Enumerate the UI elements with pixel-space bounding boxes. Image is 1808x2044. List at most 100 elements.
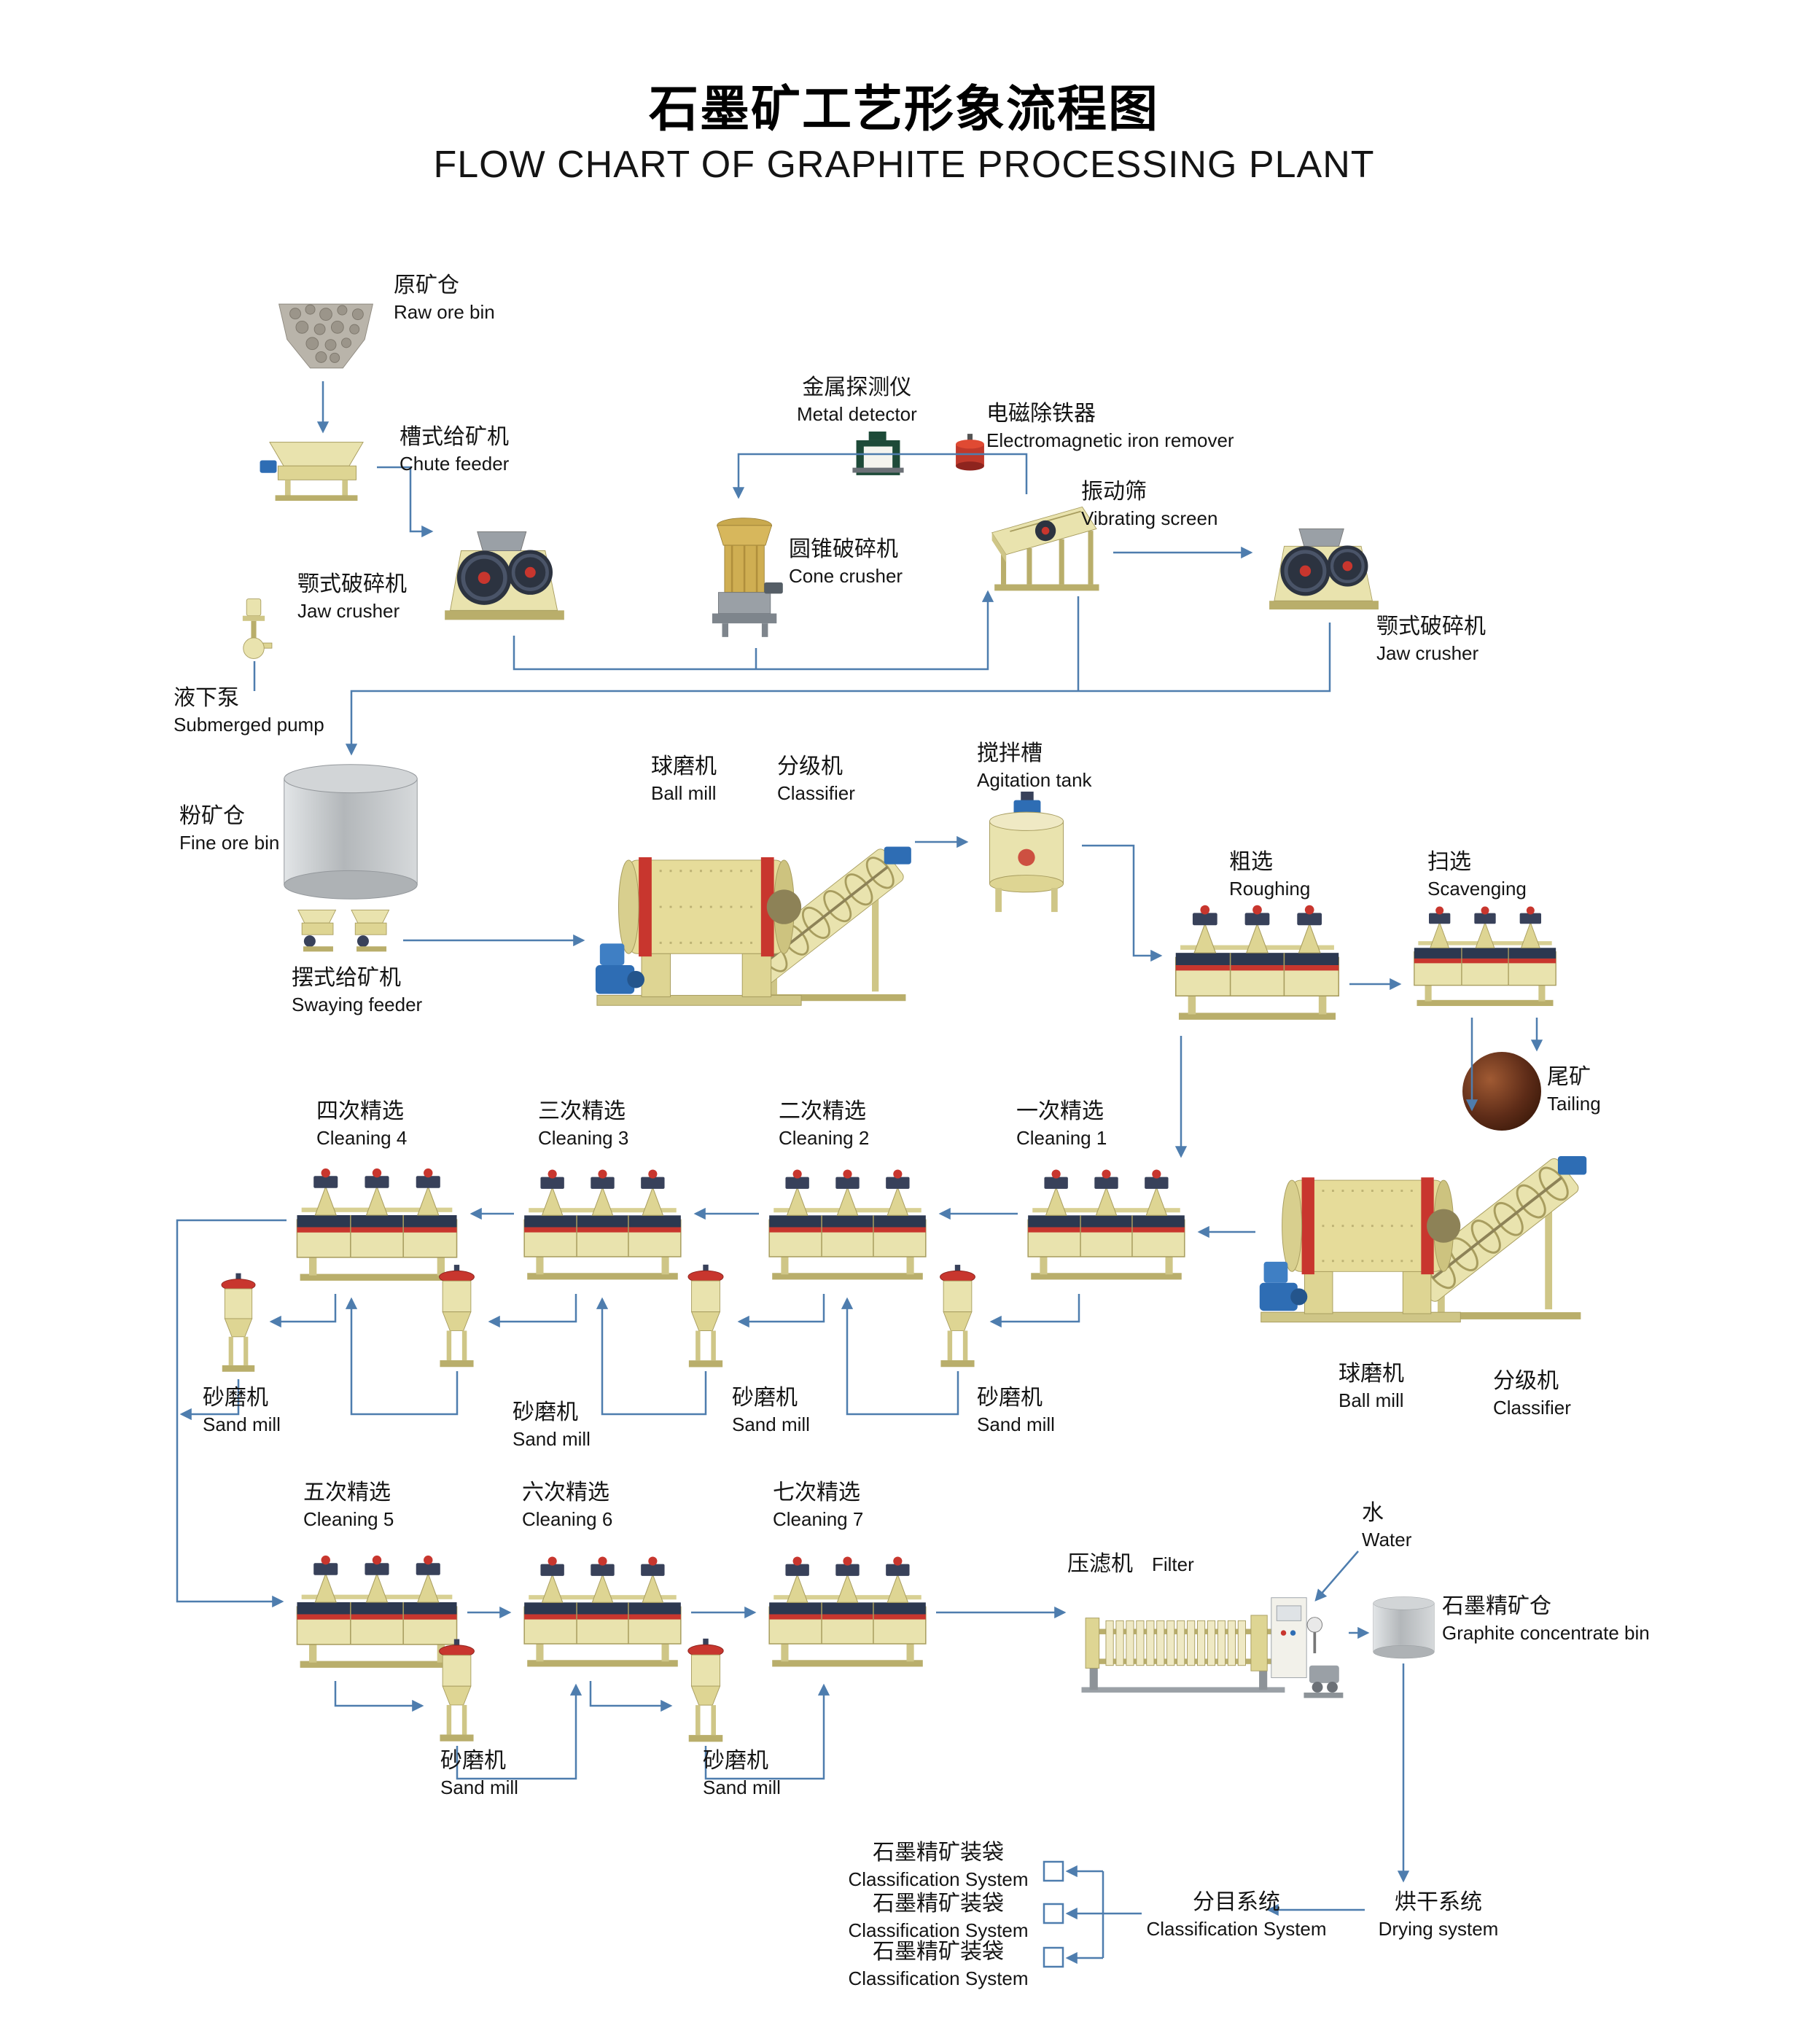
label-zh: 五次精选 — [303, 1481, 391, 1505]
jaw-crusher-2-illustration — [1269, 528, 1379, 609]
label-zh: 石墨精矿装袋 — [873, 1892, 1004, 1916]
label-en: Cleaning 5 — [303, 1508, 394, 1530]
label-cleaning-2: 二次精选 Cleaning 2 — [779, 1097, 869, 1150]
label-z: 砂磨机 — [732, 1386, 798, 1410]
label-en: Chute feeder — [400, 453, 510, 475]
label-en: Sand mill — [203, 1413, 281, 1435]
sand-mill-5-illustration — [439, 1639, 475, 1742]
cleaning-7-illustration — [768, 1556, 927, 1668]
label-zh: 搅拌槽 — [977, 741, 1043, 765]
label-en: Classification System — [1146, 1918, 1327, 1940]
label-en: Filter — [1152, 1553, 1194, 1575]
label-zh: 原矿仓 — [394, 273, 459, 297]
label-zh: 电磁除铁器 — [986, 402, 1096, 426]
label-classifier-1: 分级机 Classifier — [777, 752, 855, 805]
label-en: Cleaning 4 — [316, 1127, 408, 1149]
label-zh: 粗选 — [1229, 850, 1273, 874]
cleaning-6-illustration — [523, 1556, 682, 1668]
flow-c1-sm4 — [989, 1294, 1080, 1328]
sand-mill-4-illustration — [940, 1264, 975, 1368]
flow-c3-sm2 — [488, 1294, 577, 1328]
label-en: Water — [1362, 1529, 1412, 1550]
cleaning-4-illustration — [296, 1168, 458, 1282]
label-en: Classifier — [777, 782, 855, 804]
page-title-zh: 石墨矿工艺形象流程图 — [648, 82, 1159, 137]
label-zh: 槽式给矿机 — [400, 425, 509, 449]
label-en: Graphite concentrate bin — [1442, 1622, 1650, 1644]
label-en: Tailing — [1547, 1093, 1601, 1115]
label-zh: 砂磨机 — [440, 1749, 506, 1773]
label-zh: 分级机 — [777, 754, 843, 779]
flow-sm4-c2 — [841, 1297, 959, 1416]
label-en: Scavenging — [1427, 878, 1527, 900]
sand-mill-2-illustration — [439, 1264, 475, 1368]
flow-c2-sm3 — [737, 1294, 825, 1328]
raw-ore-bin-illustration — [278, 303, 373, 369]
label-en: Cleaning 1 — [1016, 1127, 1107, 1149]
label-zh: 颚式破碎机 — [297, 572, 407, 596]
cone-crusher-illustration — [711, 517, 784, 639]
iron-remover-illustration — [956, 434, 984, 471]
flow-jaw2-finebin — [345, 623, 1331, 756]
label-cleaning-1: 一次精选 Cleaning 1 — [1016, 1097, 1107, 1150]
flow-tank-roughing — [1082, 844, 1163, 962]
tailing-illustration — [1462, 1052, 1541, 1131]
label-en: Roughing — [1229, 878, 1311, 900]
jaw-crusher-1-illustration — [445, 531, 564, 620]
flow-chutefeeder-jaw1 — [377, 466, 434, 538]
cleaning-5-illustration — [296, 1555, 458, 1669]
flow-sm3-c3 — [596, 1297, 707, 1416]
label-en: Cleaning 3 — [538, 1127, 629, 1149]
submerged-pump-illustration — [242, 598, 273, 659]
label-cleaning-4: 四次精选 Cleaning 4 — [316, 1097, 407, 1150]
label-zh: 一次精选 — [1016, 1099, 1104, 1123]
label-en: Sand mill — [977, 1413, 1055, 1435]
label-en: Electromagnetic iron remover — [986, 429, 1234, 451]
flow-sm6-c7 — [704, 1683, 830, 1780]
flow-c4-sm1 — [269, 1294, 337, 1328]
flow-c6-sm6 — [589, 1681, 673, 1712]
label-zh: 分目系统 — [1193, 1890, 1280, 1914]
flow-screen-detector-cone — [732, 453, 1028, 499]
cleaning-3-illustration — [523, 1169, 682, 1281]
label-concentrate-bin: 石墨精矿仓 Graphite concentrate bin — [1442, 1592, 1650, 1645]
page-title-en: FLOW CHART OF GRAPHITE PROCESSING PLANT — [433, 144, 1375, 186]
label-roughing: 粗选 Roughing — [1229, 848, 1310, 901]
ball-mill-2-illustration — [1258, 1176, 1462, 1324]
sand-mill-3-illustration — [687, 1264, 724, 1368]
label-en: Classification System — [848, 1868, 1029, 1890]
label-zh: 二次精选 — [779, 1099, 866, 1123]
flow-water-filter — [1314, 1550, 1359, 1602]
ball-mill-1-illustration — [594, 856, 803, 1007]
label-en: Cone crusher — [789, 565, 903, 587]
flow-sm2-c4 — [345, 1297, 459, 1416]
label-zh: 石墨精矿仓 — [1442, 1594, 1551, 1618]
label-zh: 四次精选 — [316, 1099, 404, 1123]
label-en: Sand mill — [513, 1428, 591, 1450]
concentrate-bin-illustration — [1373, 1596, 1435, 1659]
label-en: Ball mill — [1339, 1389, 1404, 1411]
label-classification-system: 分目系统 Classification System — [1142, 1888, 1331, 1941]
flow-sm1-out — [179, 1379, 240, 1421]
cleaning-2-illustration — [768, 1169, 927, 1281]
label-en: Cleaning 2 — [779, 1127, 870, 1149]
